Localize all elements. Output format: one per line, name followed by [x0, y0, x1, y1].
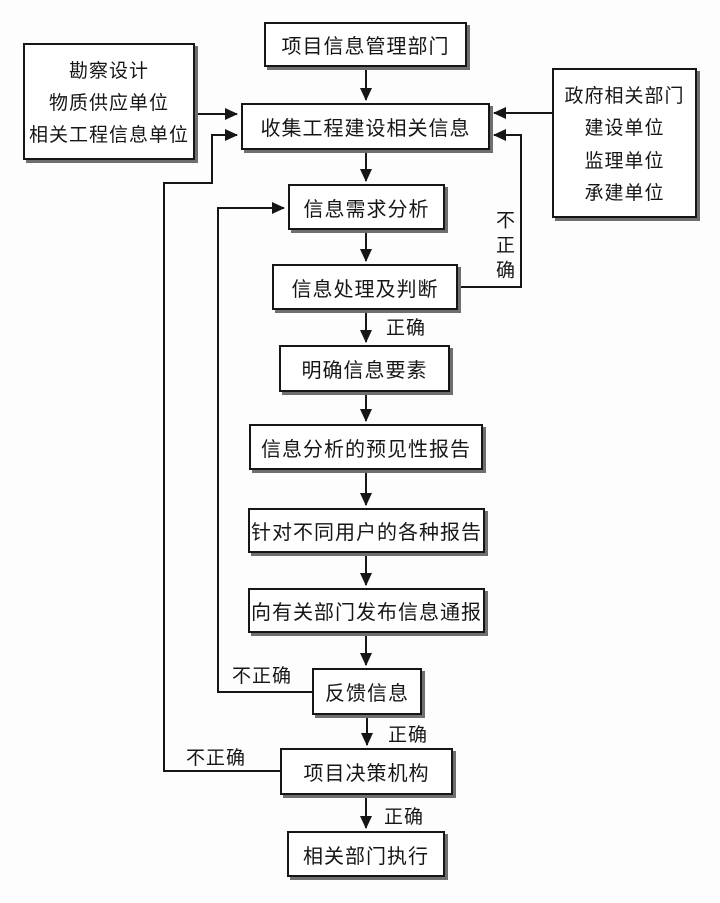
left-source-line: 相关工程信息单位: [28, 125, 189, 147]
left-source-line: 勘察设计: [68, 60, 149, 82]
label-correct-after-feedback: 正确: [388, 725, 429, 746]
right-source-line: 政府相关部门: [564, 85, 685, 107]
node-feedback: 反馈信息: [312, 668, 422, 715]
edge-decision-loop-to-collect: [163, 129, 280, 772]
label-incorrect-decision-loop: 不正确: [186, 748, 247, 769]
label-correct-after-decision: 正确: [384, 807, 425, 828]
node-process-judge: 信息处理及判断: [272, 264, 458, 310]
right-source-line: 建设单位: [584, 118, 665, 140]
node-collect-info: 收集工程建设相关信息: [241, 103, 490, 150]
label-incorrect-feedback-loop: 不正确: [232, 666, 293, 687]
right-source-line: 监理单位: [584, 150, 665, 172]
left-source-line: 物质供应单位: [48, 92, 169, 114]
node-decision-body: 项目决策机构: [280, 748, 453, 795]
node-right-sources: 政府相关部门 建设单位 监理单位 承建单位: [552, 68, 697, 218]
node-publish-bulletin: 向有关部门发布信息通报: [248, 588, 485, 633]
label-correct-after-process: 正确: [386, 318, 427, 339]
node-forecast-report: 信息分析的预见性报告: [249, 424, 483, 470]
node-project-info-dept: 项目信息管理部门: [264, 22, 467, 67]
edge-process-loop-to-collect: [458, 129, 522, 288]
node-user-reports: 针对不同用户的各种报告: [248, 508, 485, 553]
node-demand-analysis: 信息需求分析: [288, 184, 445, 230]
node-execute: 相关部门执行: [287, 831, 445, 877]
edge-feedback-loop-to-demand: [217, 202, 312, 693]
label-incorrect-process-loop: 不正确: [493, 210, 514, 285]
node-left-sources: 勘察设计 物质供应单位 相关工程信息单位: [23, 43, 195, 160]
right-source-line: 承建单位: [584, 183, 665, 205]
node-clarify-elements: 明确信息要素: [279, 345, 450, 392]
